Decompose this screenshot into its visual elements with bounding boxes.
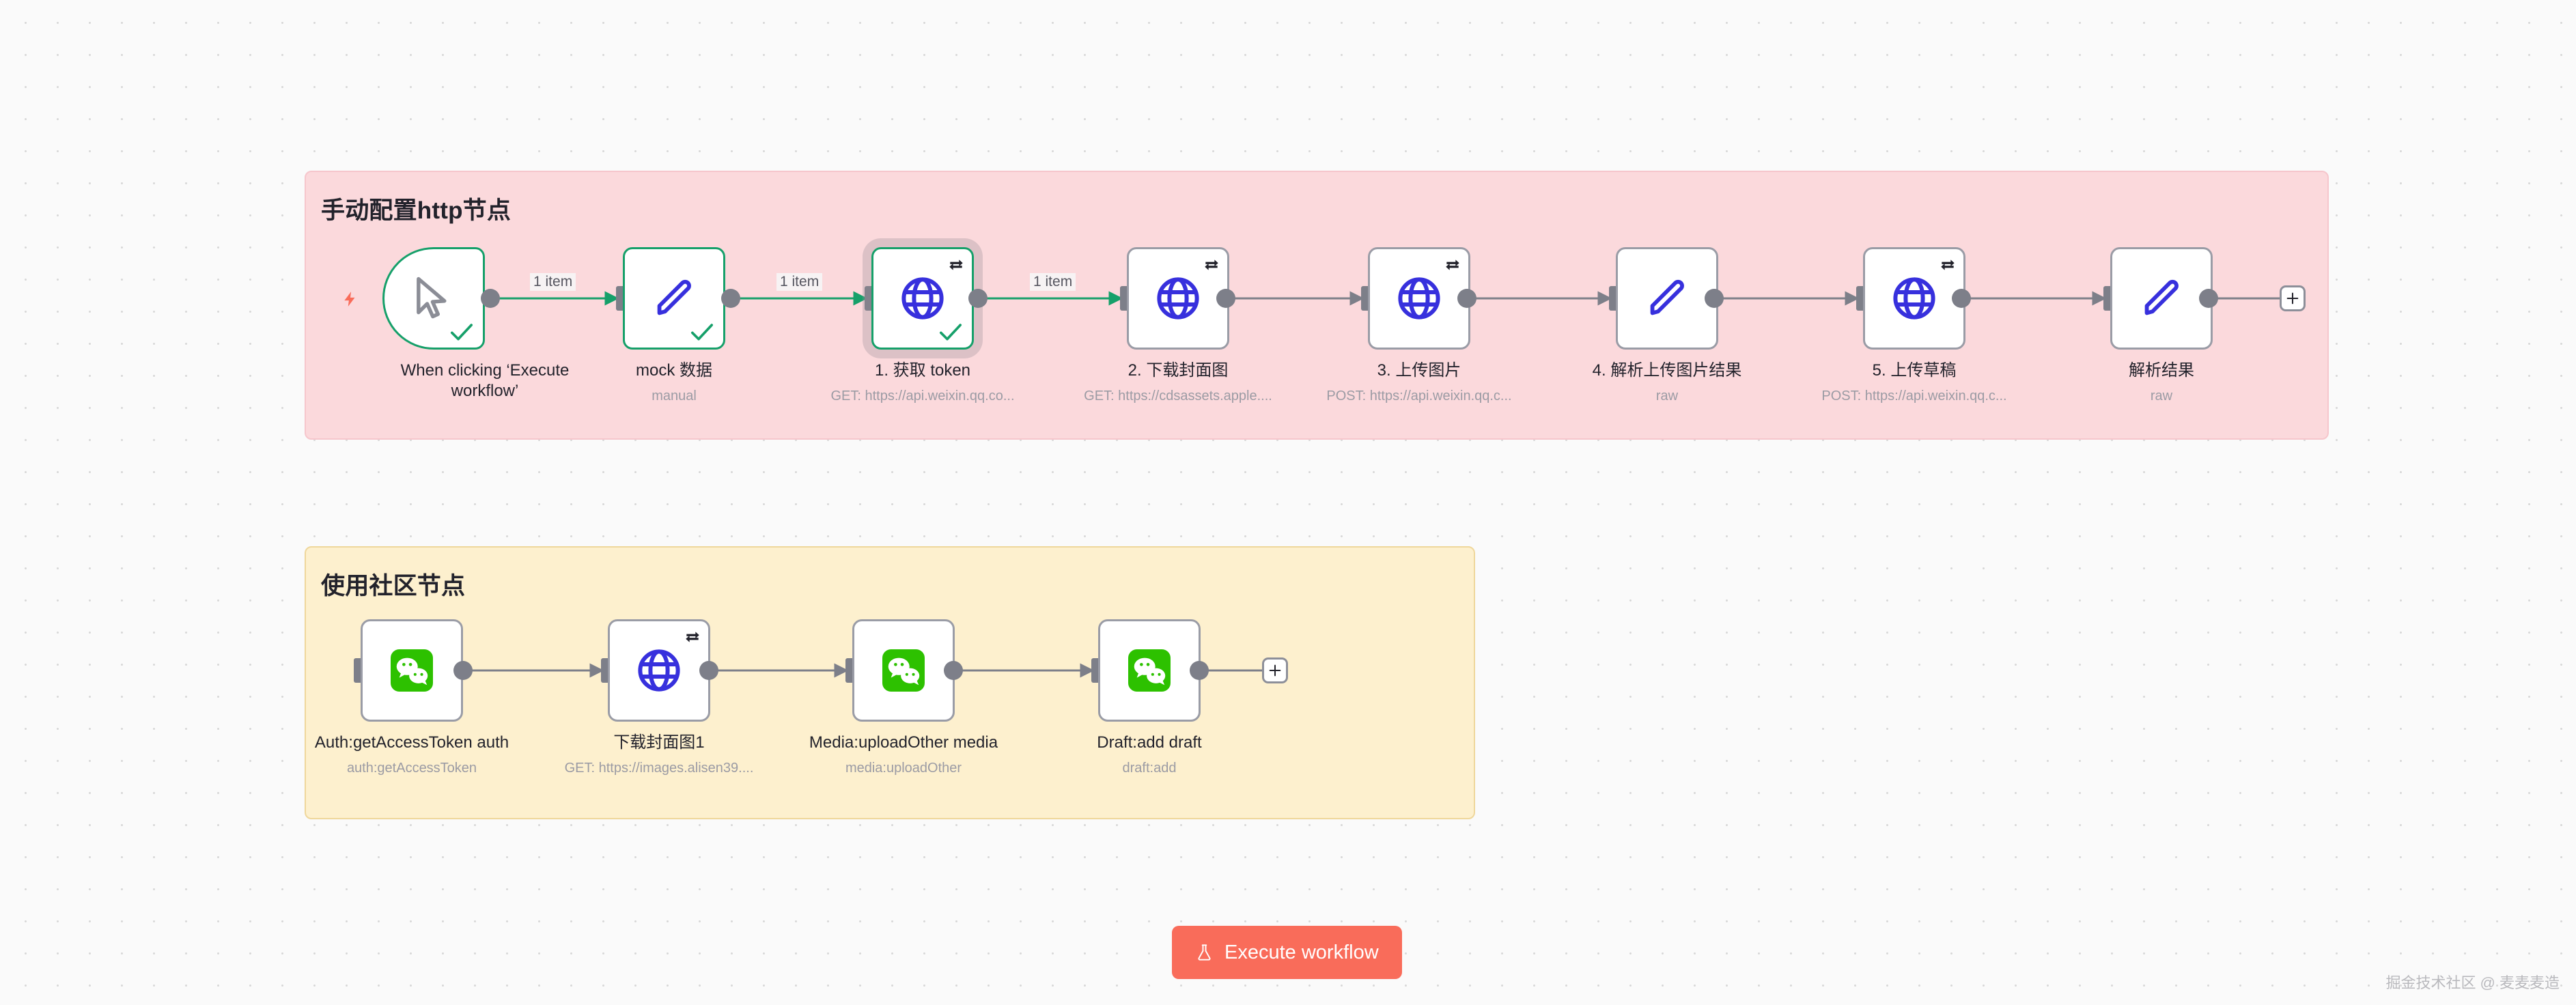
success-check-icon bbox=[939, 324, 962, 341]
connection-item-count: 1 item bbox=[1030, 273, 1076, 291]
lightning-bolt-icon bbox=[341, 288, 359, 310]
success-check-icon bbox=[690, 324, 714, 341]
success-check-icon bbox=[450, 324, 473, 341]
wechat-icon bbox=[882, 649, 925, 692]
node-output-endpoint[interactable] bbox=[1952, 289, 1971, 308]
node-output-endpoint[interactable] bbox=[968, 289, 988, 308]
edit-pen-icon bbox=[2144, 279, 2179, 315]
add-node-button[interactable] bbox=[2280, 285, 2306, 311]
node-parse-result[interactable] bbox=[2110, 247, 2213, 350]
node-parse-upload-image-result[interactable] bbox=[1616, 247, 1718, 350]
edit-pen-icon bbox=[1650, 279, 1684, 315]
node-output-endpoint[interactable] bbox=[944, 661, 963, 680]
globe-icon bbox=[1157, 277, 1199, 320]
node-upload-draft[interactable] bbox=[1863, 247, 1965, 350]
connection-item-count: 1 item bbox=[776, 273, 823, 291]
retry-icon bbox=[1941, 259, 1955, 270]
globe-icon bbox=[638, 649, 680, 692]
sticky-note-pink[interactable]: 手动配置http节点 bbox=[305, 171, 2329, 440]
node-output-endpoint[interactable] bbox=[1705, 289, 1724, 308]
wechat-icon bbox=[391, 649, 433, 692]
add-node-button[interactable] bbox=[1262, 657, 1288, 683]
globe-icon bbox=[1398, 277, 1440, 320]
node-download-cover-image-1[interactable] bbox=[608, 619, 710, 722]
node-output-endpoint[interactable] bbox=[481, 289, 500, 308]
globe-icon bbox=[901, 277, 944, 320]
node-get-token[interactable] bbox=[871, 247, 974, 350]
node-input-endpoint[interactable] bbox=[865, 286, 873, 311]
node-mock-data[interactable] bbox=[623, 247, 725, 350]
node-input-endpoint[interactable] bbox=[601, 658, 610, 683]
retry-icon bbox=[686, 632, 699, 642]
flask-icon bbox=[1198, 944, 1211, 961]
node-when-clicking-execute-workflow[interactable] bbox=[382, 247, 485, 350]
globe-icon bbox=[1893, 277, 1935, 320]
retry-icon bbox=[1205, 259, 1218, 270]
node-upload-image[interactable] bbox=[1368, 247, 1470, 350]
node-output-endpoint[interactable] bbox=[1457, 289, 1476, 308]
connection-item-count: 1 item bbox=[530, 273, 576, 291]
node-input-endpoint[interactable] bbox=[1856, 286, 1865, 311]
node-output-endpoint[interactable] bbox=[721, 289, 740, 308]
node-output-endpoint[interactable] bbox=[699, 661, 718, 680]
plus-icon bbox=[1269, 664, 1281, 677]
sticky-note-yellow-title: 使用社区节点 bbox=[321, 573, 466, 599]
node-download-cover-image[interactable] bbox=[1127, 247, 1229, 350]
watermark-text: 掘金技术社区 @ 麦麦麦造 bbox=[2385, 974, 2560, 991]
sticky-note-pink-title: 手动配置http节点 bbox=[321, 197, 512, 224]
node-input-endpoint[interactable] bbox=[1361, 286, 1370, 311]
execute-workflow-label: Execute workflow bbox=[1224, 941, 1379, 963]
execute-workflow-button[interactable]: Execute workflow bbox=[1172, 926, 1402, 979]
mouse-pointer-icon bbox=[417, 277, 447, 319]
node-output-endpoint[interactable] bbox=[453, 661, 473, 680]
retry-icon bbox=[949, 259, 963, 270]
node-input-endpoint[interactable] bbox=[1609, 286, 1618, 311]
node-input-endpoint[interactable] bbox=[354, 658, 363, 683]
edit-pen-icon bbox=[657, 279, 691, 315]
node-media-upload-other[interactable] bbox=[852, 619, 955, 722]
retry-icon bbox=[1446, 259, 1459, 270]
node-input-endpoint[interactable] bbox=[2103, 286, 2112, 311]
node-draft-add[interactable] bbox=[1098, 619, 1201, 722]
node-output-endpoint[interactable] bbox=[1190, 661, 1209, 680]
node-output-endpoint[interactable] bbox=[1216, 289, 1235, 308]
node-output-endpoint[interactable] bbox=[2199, 289, 2218, 308]
node-input-endpoint[interactable] bbox=[845, 658, 854, 683]
node-input-endpoint[interactable] bbox=[616, 286, 625, 311]
node-input-endpoint[interactable] bbox=[1091, 658, 1100, 683]
node-auth-get-access-token[interactable] bbox=[361, 619, 463, 722]
wechat-icon bbox=[1128, 649, 1171, 692]
node-input-endpoint[interactable] bbox=[1120, 286, 1129, 311]
plus-icon bbox=[2286, 292, 2299, 305]
